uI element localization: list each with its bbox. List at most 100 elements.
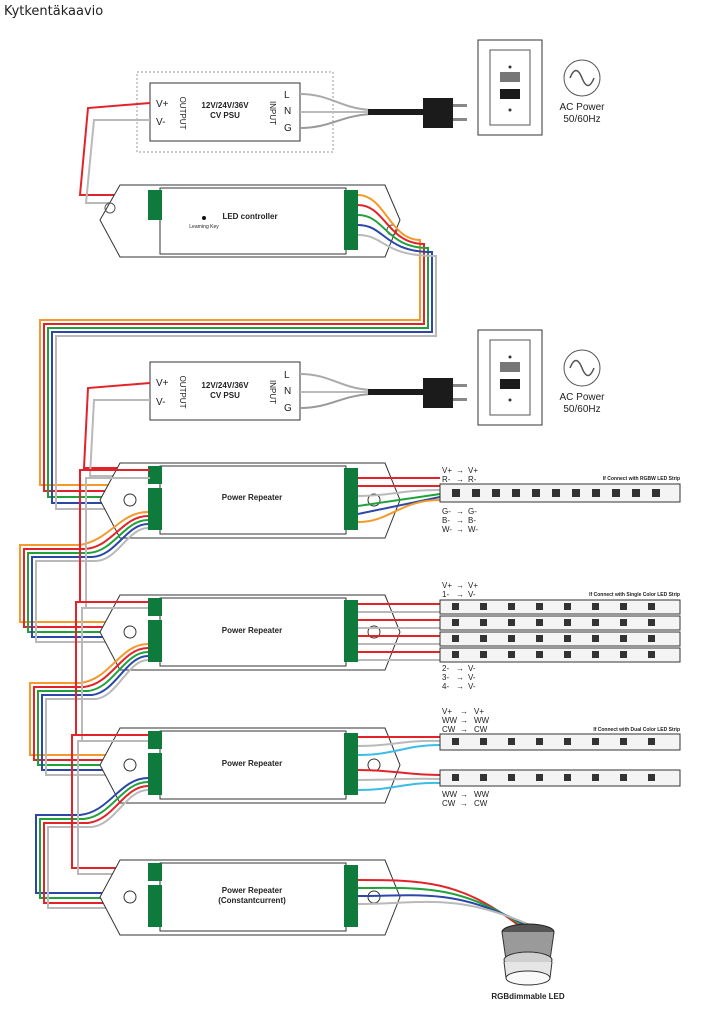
ac-power-icon-top — [563, 59, 601, 97]
dual-top-b-2: CW — [474, 725, 488, 734]
dual-bot-b-0: WW — [474, 790, 490, 799]
rgbw-bot-arrow-0: → — [456, 507, 464, 516]
psu-top-title-1: 12V/24V/36V — [201, 101, 249, 110]
rgb-led-label: RGBdimmable LED — [491, 992, 565, 1001]
dual-top-arrow-2: → — [460, 725, 468, 734]
repeater-2-output-wires — [358, 603, 440, 661]
ac-power-icon-mid — [563, 349, 601, 387]
dual-bot-arrow-1: → — [460, 799, 468, 808]
single-top-b-1: V- — [468, 590, 476, 599]
dual-bot-arrow-0: → — [460, 790, 468, 799]
dual-top-a-1: WW — [442, 716, 458, 725]
rgbw-top-arrow-1: → — [456, 475, 464, 484]
single-top-a-1: 1- — [442, 590, 449, 599]
mains-cord-top — [299, 93, 467, 129]
rgbw-bot-a-0: G- — [442, 507, 451, 516]
led-controller: LED controller Learning Key — [99, 184, 401, 258]
bus-r3-r4 — [35, 734, 149, 909]
single-top-arrow-1: → — [456, 590, 464, 599]
psu-mid-L: L — [284, 370, 290, 381]
rgbw-top-b-1: R- — [468, 475, 477, 484]
repeater-4-output-wires — [357, 879, 531, 926]
psu-mid-output-wires — [82, 382, 151, 477]
page-title: Kytkentäkaavio — [4, 4, 104, 19]
psu-top-N: N — [284, 106, 291, 117]
rgb-dimmable-led — [501, 923, 555, 986]
repeater-3-output-wires — [357, 736, 441, 791]
ac-power-top-line1: AC Power — [559, 102, 605, 113]
single-bot-a-1: 3- — [442, 673, 449, 682]
dual-top-b-1: WW — [474, 716, 490, 725]
repeater-3: Power Repeater — [99, 727, 401, 804]
single-top-arrow-0: → — [456, 581, 464, 590]
psu-top-vplus: V+ — [156, 99, 169, 110]
psu-mid-vminus: V- — [156, 397, 165, 408]
psu-mid-title-2: CV PSU — [210, 391, 240, 400]
psu-mid-input-label: INPUT — [268, 380, 277, 404]
repeater-1: Power Repeater — [99, 462, 401, 539]
psu-mid-N: N — [284, 386, 291, 397]
led-strips-single — [439, 599, 681, 663]
psu-top-G: G — [284, 123, 292, 134]
single-wire-map-bottom: 2- → V- 3- → V- 4- → V- — [442, 664, 476, 691]
dual-top-arrow-0: → — [460, 707, 468, 716]
repeater-2-title: Power Repeater — [222, 626, 282, 635]
ac-power-mid-line1: AC Power — [559, 392, 605, 403]
controller-learning-key: Learning Key — [189, 224, 219, 230]
single-bot-b-0: V- — [468, 664, 476, 673]
controller-output-bus — [39, 194, 437, 510]
outlet-top — [477, 39, 543, 136]
led-strips-dual — [439, 733, 681, 787]
single-bot-b-1: V- — [468, 673, 476, 682]
rgbw-top-b-0: V+ — [468, 466, 478, 475]
repeater-3-title: Power Repeater — [222, 759, 282, 768]
repeater-1-title: Power Repeater — [222, 493, 282, 502]
ac-power-top-line2: 50/60Hz — [563, 114, 600, 125]
repeater-4: Power Repeater (Constantcurrent) — [99, 859, 401, 936]
psu-top-input-label: INPUT — [268, 101, 277, 125]
psu-top-L: L — [284, 90, 290, 101]
psu-top-title-2: CV PSU — [210, 111, 240, 120]
repeater-1-output-wires — [357, 477, 441, 523]
single-wire-map-top: V+ → V+ 1- → V- — [442, 581, 478, 599]
rgbw-bot-b-0: G- — [468, 507, 477, 516]
rgbw-top-a-0: V+ — [442, 466, 452, 475]
rgbw-bot-arrow-2: → — [456, 525, 464, 534]
rgbw-wire-map-top: V+ → V+ R- → R- — [442, 466, 478, 484]
single-top-a-0: V+ — [442, 581, 452, 590]
psu-mid-G: G — [284, 403, 292, 414]
dual-bot-a-1: CW — [442, 799, 456, 808]
rgbw-top-arrow-0: → — [456, 466, 464, 475]
rgbw-bot-b-1: B- — [468, 516, 476, 525]
single-bot-a-0: 2- — [442, 664, 449, 673]
dual-top-arrow-1: → — [460, 716, 468, 725]
repeater-2: Power Repeater — [99, 594, 401, 671]
single-bot-arrow-2: → — [456, 682, 464, 691]
dual-bot-b-1: CW — [474, 799, 488, 808]
rgbw-top-a-1: R- — [442, 475, 451, 484]
single-top-b-0: V+ — [468, 581, 478, 590]
mains-cord-mid — [299, 373, 467, 409]
psu-mid-title-1: 12V/24V/36V — [201, 381, 249, 390]
dual-bot-a-0: WW — [442, 790, 458, 799]
psu-mid-vplus: V+ — [156, 378, 169, 389]
rgbw-bot-a-2: W- — [442, 525, 452, 534]
outlet-mid — [477, 329, 543, 426]
rgbw-bot-b-2: W- — [468, 525, 478, 534]
single-bot-arrow-0: → — [456, 664, 464, 673]
dual-wire-map-bottom: WW → WW CW → CW — [442, 790, 490, 808]
psu-top: 12V/24V/36V CV PSU OUTPUT INPUT V+ V- L … — [136, 71, 334, 153]
ac-power-mid-line2: 50/60Hz — [563, 404, 600, 415]
psu-mid-output-label: OUTPUT — [178, 376, 187, 409]
repeater-4-title: Power Repeater — [222, 886, 282, 895]
dual-top-b-0: V+ — [474, 707, 484, 716]
led-strip-rgbw — [439, 483, 681, 503]
single-bot-b-2: V- — [468, 682, 476, 691]
dual-strip-note: If Connect with Dual Color LED Strip — [593, 727, 680, 733]
psu-mid: 12V/24V/36V CV PSU OUTPUT INPUT V+ V- L … — [149, 361, 301, 421]
rgbw-bot-arrow-1: → — [456, 516, 464, 525]
rgbw-wire-map-bottom: G- → G- B- → B- W- → W- — [442, 507, 478, 534]
dual-wire-map-top: V+ → V+ WW → WW CW → CW — [442, 707, 490, 734]
psu-top-vminus: V- — [156, 117, 165, 128]
